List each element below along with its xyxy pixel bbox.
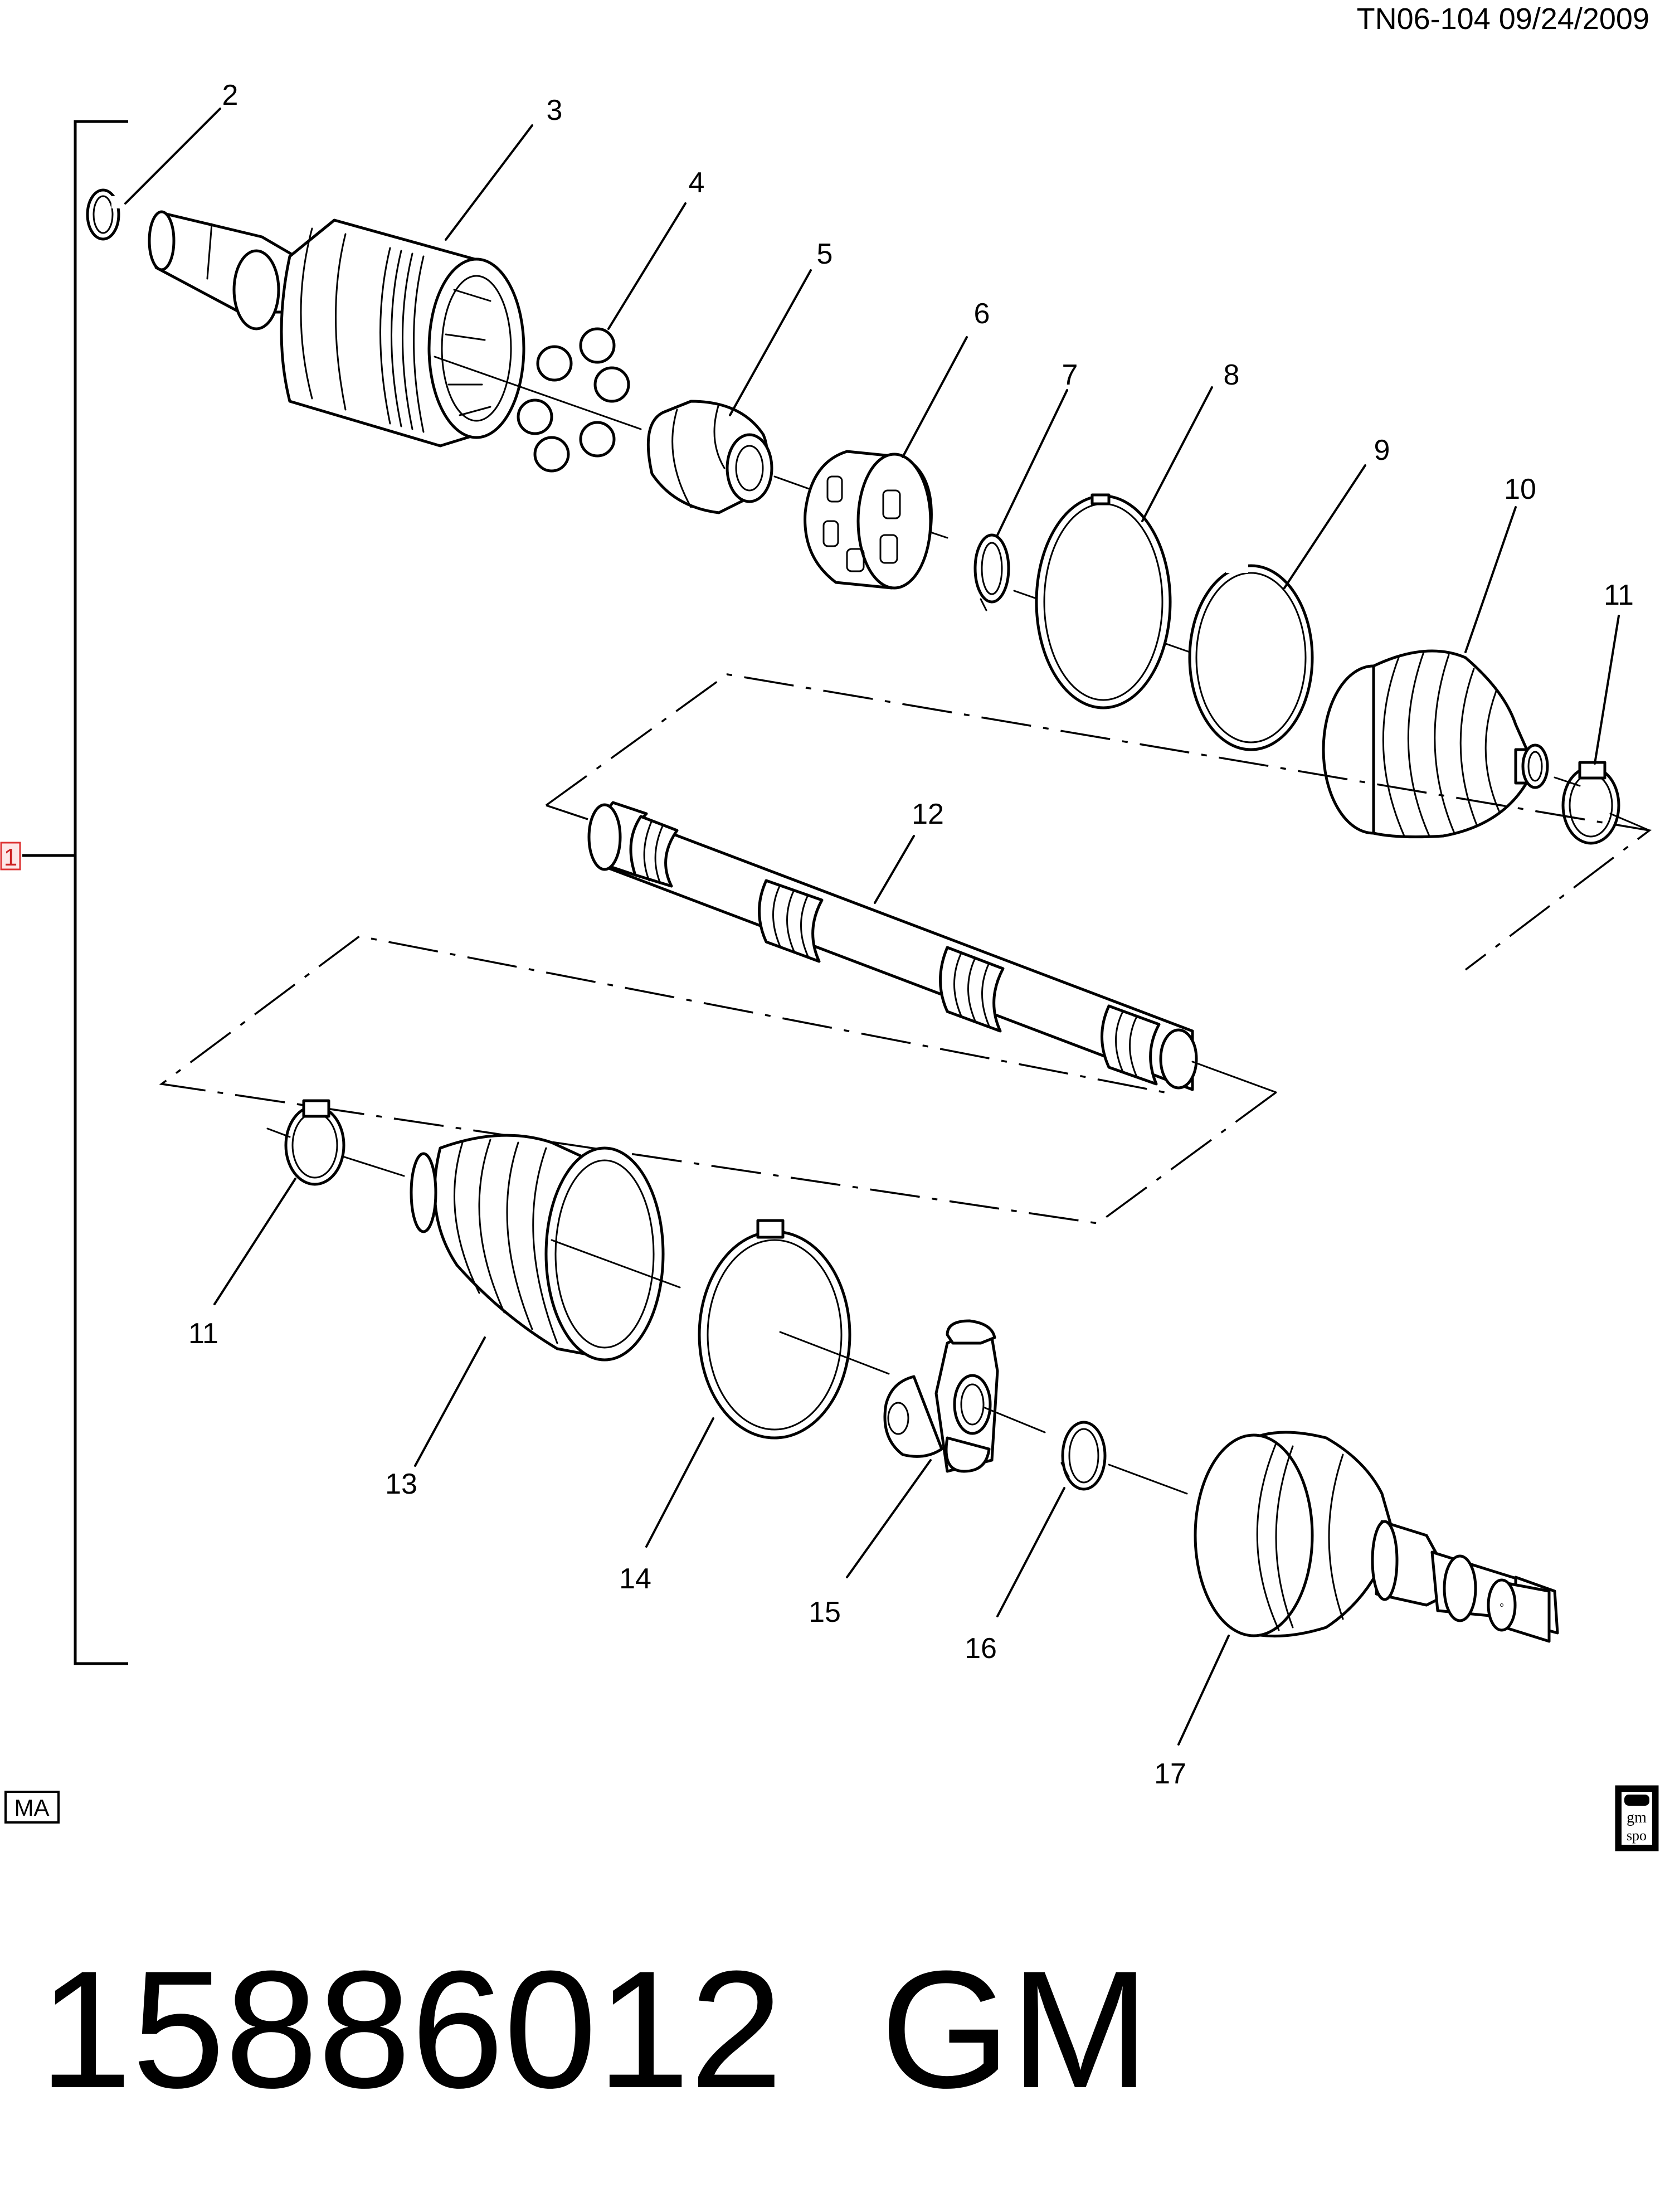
leader-5 — [729, 269, 812, 416]
axis-lower-5 — [982, 1406, 1046, 1433]
axis-lower-1 — [266, 1127, 291, 1138]
part-6-cage — [804, 450, 933, 590]
callout-11a: 11 — [1604, 579, 1634, 611]
callout-5: 5 — [817, 238, 833, 270]
leader-7 — [996, 389, 1068, 536]
leader-15 — [846, 1459, 932, 1578]
assembly-bracket — [74, 120, 128, 1665]
dashed-guide-shaft-lower — [159, 935, 1277, 1224]
part-number: 15886012 — [39, 1936, 783, 2123]
axis-shaft — [1191, 1061, 1277, 1093]
leader-13 — [414, 1336, 486, 1467]
leader-12 — [874, 835, 915, 904]
part-3-inner-joint-housing — [148, 210, 525, 448]
part-10-inner-boot — [1322, 649, 1549, 839]
part-15-spider — [883, 1319, 999, 1473]
leader-17 — [1177, 1635, 1230, 1746]
callout-1-box — [0, 842, 21, 871]
callout-17: 17 — [1154, 1758, 1186, 1790]
callout-1: 1 — [4, 844, 17, 871]
gm-spo-logo-top: gm — [1627, 1809, 1647, 1826]
dashed-guide-shaft-upper — [545, 673, 1652, 971]
part-11-small-clamp-upper — [1561, 761, 1620, 845]
part-5-inner-race — [646, 400, 773, 514]
diagram-reference: TN06-104 09/24/2009 — [1357, 2, 1649, 36]
leader-10 — [1464, 506, 1517, 653]
axis-lower-4 — [779, 1331, 890, 1375]
callout-4: 4 — [689, 167, 705, 199]
part-12-shaft — [587, 801, 1198, 1091]
dashed-guide-shaft-left — [546, 804, 588, 820]
axis-lower-6 — [1108, 1464, 1188, 1495]
callout-6: 6 — [974, 298, 990, 330]
ma-badge: MA — [4, 1791, 60, 1824]
axis-upper-7 — [1609, 813, 1651, 832]
ma-badge-text: MA — [14, 1795, 50, 1821]
brand-name: GM — [880, 1936, 1150, 2123]
leader-8 — [1141, 386, 1213, 522]
callout-16: 16 — [965, 1632, 997, 1665]
callout-12: 12 — [912, 798, 944, 830]
callout-2: 2 — [222, 79, 238, 111]
part-16-circlip — [1060, 1421, 1107, 1491]
part-7-circlip — [973, 533, 1010, 611]
part-14-clamp-band — [698, 1219, 851, 1440]
callout-3: 3 — [547, 94, 563, 127]
leader-3 — [445, 124, 533, 241]
part-17-outer-joint-housing — [1194, 1431, 1559, 1643]
callout-9: 9 — [1374, 434, 1390, 466]
callout-13: 13 — [385, 1468, 417, 1500]
leader-6 — [902, 336, 968, 458]
callout-10: 10 — [1504, 473, 1536, 505]
leader-9 — [1283, 464, 1366, 589]
gm-spo-logo: gm spo — [1615, 1785, 1659, 1851]
leader-11a — [1594, 615, 1620, 765]
axis-upper-1 — [434, 356, 642, 430]
leader-16 — [996, 1487, 1065, 1617]
callout-15: 15 — [809, 1596, 841, 1628]
leader-11b — [213, 1178, 296, 1305]
part-11-small-clamp-lower — [284, 1099, 345, 1186]
part-4-balls — [517, 327, 630, 473]
leader-4 — [607, 202, 687, 330]
callout-14: 14 — [619, 1563, 651, 1595]
leader-2 — [124, 108, 221, 205]
callout-7: 7 — [1062, 359, 1078, 391]
part-2-snap-ring — [86, 188, 123, 241]
callout-11b: 11 — [188, 1318, 218, 1350]
axis-upper-2 — [773, 475, 815, 492]
axis-lower-3 — [551, 1239, 681, 1289]
gm-spo-logo-bottom: spo — [1627, 1827, 1647, 1844]
part-13-outer-boot — [410, 1134, 665, 1362]
axis-lower-2 — [342, 1155, 405, 1177]
callout-8: 8 — [1224, 359, 1240, 391]
part-8-clamp-band — [1035, 493, 1172, 709]
axis-upper-6 — [1554, 776, 1581, 787]
leader-14 — [645, 1417, 714, 1548]
part-9-retaining-ring — [1188, 563, 1314, 751]
